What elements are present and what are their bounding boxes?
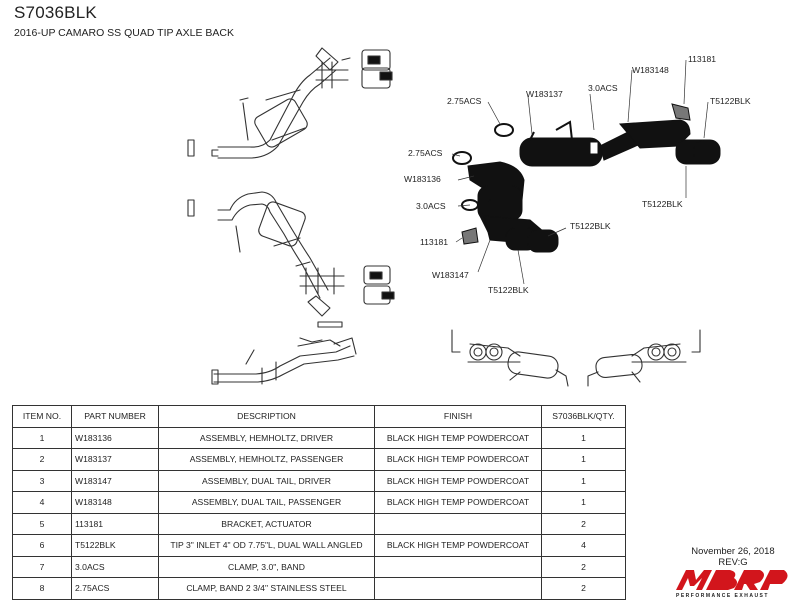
cell-item: 2 [12,448,72,471]
cell-part: T5122BLK [71,534,159,557]
callout-w183136: W183136 [404,174,441,184]
line-drawing-middle-left [187,191,395,328]
cell-qty: 1 [541,491,626,514]
cell-item: 5 [12,512,72,535]
header-part-number: PART NUMBER [71,405,159,428]
cell-finish: BLACK HIGH TEMP POWDERCOAT [374,491,542,514]
table-row: 7 3.0ACS CLAMP, 3.0", BAND 2 [12,555,626,578]
cell-finish [374,577,542,600]
cell-part: W183148 [71,491,159,514]
cell-item: 1 [12,426,72,449]
cell-qty: 4 [541,534,626,557]
callout-w183148: W183148 [632,65,669,75]
callout-2-75acs-mid: 2.75ACS [408,148,443,158]
cell-description: CLAMP, 3.0", BAND [158,555,375,578]
cell-description: ASSEMBLY, HEMHOLTZ, PASSENGER [158,448,375,471]
exploded-view-black [452,103,721,253]
cell-part: 113181 [71,512,159,535]
cell-part: W183137 [71,448,159,471]
cell-description: ASSEMBLY, HEMHOLTZ, DRIVER [158,426,375,449]
cell-item: 6 [12,534,72,557]
callout-113181-top: 113181 [688,54,717,64]
cell-qty: 2 [541,577,626,600]
cell-item: 7 [12,555,72,578]
callout-t5122blk-lower-right: T5122BLK [642,199,683,209]
cell-finish: BLACK HIGH TEMP POWDERCOAT [374,448,542,471]
cell-item: 4 [12,491,72,514]
cell-description: CLAMP, BAND 2 3/4" STAINLESS STEEL [158,577,375,600]
callout-3-0acs-top: 3.0ACS [588,83,618,93]
table-header-row: ITEM NO. PART NUMBER DESCRIPTION FINISH … [12,405,626,428]
cell-item: 8 [12,577,72,600]
callout-w183147: W183147 [432,270,469,280]
header-description: DESCRIPTION [158,405,375,428]
table-row: 3 W183147 ASSEMBLY, DUAL TAIL, DRIVER BL… [12,469,626,492]
cell-part: W183136 [71,426,159,449]
cell-qty: 2 [541,555,626,578]
callout-113181-mid: 113181 [420,237,449,247]
table-row: 2 W183137 ASSEMBLY, HEMHOLTZ, PASSENGER … [12,448,626,471]
header-qty: S7036BLK/QTY. [541,405,626,428]
mbrp-logo [676,570,788,590]
line-drawing-bottom-left [211,337,357,385]
line-drawing-upper-left [187,47,393,159]
drawing-subtitle: 2016-UP CAMARO SS QUAD TIP AXLE BACK [14,27,235,39]
cell-description: ASSEMBLY, DUAL TAIL, PASSENGER [158,491,375,514]
cell-finish: BLACK HIGH TEMP POWDERCOAT [374,426,542,449]
line-drawing-bottom-right [451,329,701,387]
cell-finish [374,512,542,535]
header-finish: FINISH [374,405,542,428]
revision-block: November 26, 2018 REV:G [684,546,782,568]
table-row: 8 2.75ACS CLAMP, BAND 2 3/4" STAINLESS S… [12,577,626,600]
revision-label: REV:G [718,557,748,568]
table-row: 4 W183148 ASSEMBLY, DUAL TAIL, PASSENGER… [12,491,626,514]
cell-qty: 1 [541,426,626,449]
cell-item: 3 [12,469,72,492]
cell-finish: BLACK HIGH TEMP POWDERCOAT [374,534,542,557]
cell-finish [374,555,542,578]
parts-table: ITEM NO. PART NUMBER DESCRIPTION FINISH … [12,405,626,600]
callout-leaders [451,59,709,285]
callout-w183137: W183137 [526,89,563,99]
callout-t5122blk-right: T5122BLK [710,96,751,106]
drawing-title: S7036BLK [14,3,97,22]
cell-description: BRACKET, ACTUATOR [158,512,375,535]
header-item-no: ITEM NO. [12,405,72,428]
cell-description: TIP 3" INLET 4" OD 7.75"L, DUAL WALL ANG… [158,534,375,557]
cell-finish: BLACK HIGH TEMP POWDERCOAT [374,469,542,492]
cell-qty: 1 [541,448,626,471]
cell-qty: 1 [541,469,626,492]
table-row: 5 113181 BRACKET, ACTUATOR 2 [12,512,626,535]
drawing-date: November 26, 2018 [691,546,775,557]
table-row: 6 T5122BLK TIP 3" INLET 4" OD 7.75"L, DU… [12,534,626,557]
callout-t5122blk-low: T5122BLK [570,221,611,231]
callout-3-0acs-mid: 3.0ACS [416,201,446,211]
cell-part: 3.0ACS [71,555,159,578]
cell-part: W183147 [71,469,159,492]
callout-2-75acs-top: 2.75ACS [447,96,482,106]
table-row: 1 W183136 ASSEMBLY, HEMHOLTZ, DRIVER BLA… [12,426,626,449]
callout-t5122blk-bottom: T5122BLK [488,285,529,295]
cell-qty: 2 [541,512,626,535]
cell-part: 2.75ACS [71,577,159,600]
logo-tagline: PERFORMANCE EXHAUST [676,593,769,599]
cell-description: ASSEMBLY, DUAL TAIL, DRIVER [158,469,375,492]
